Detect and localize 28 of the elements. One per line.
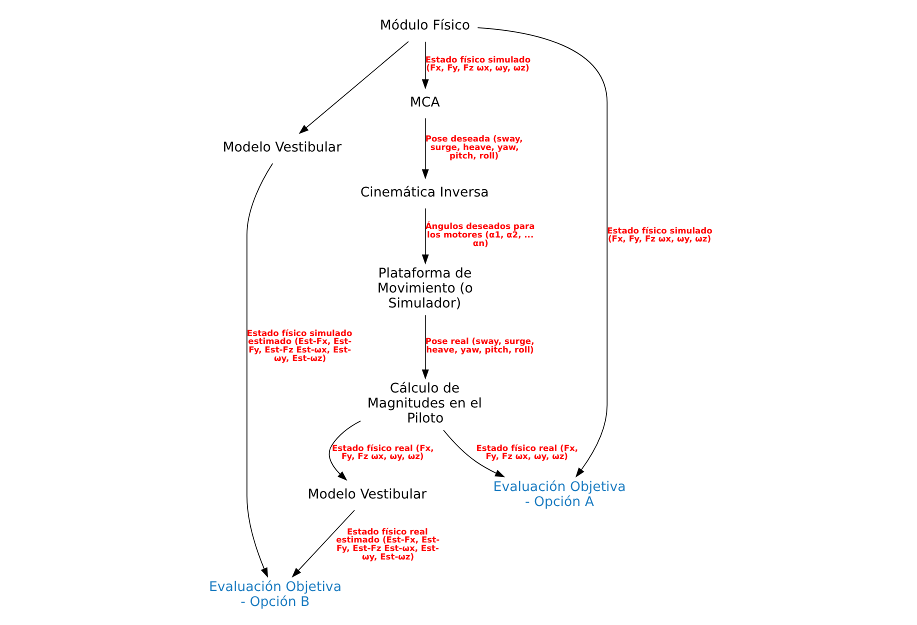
edge-label: Estado físico real (Fx, Fy, Fz ωx, ωy, ωz) bbox=[476, 442, 578, 462]
edge-label: Pose real (sway, surge, heave, yaw, pitch, roll) bbox=[425, 336, 534, 355]
arrow bbox=[422, 41, 429, 90]
node-text: MCA bbox=[410, 95, 440, 110]
node-text: Plataforma de Movimiento (o Simulador) bbox=[377, 266, 473, 312]
arrow bbox=[422, 118, 429, 180]
arrow bbox=[422, 314, 429, 380]
node-text: Cinemática Inversa bbox=[360, 185, 489, 200]
arrow bbox=[292, 510, 355, 578]
edge-label: Estado físico real (Fx, Fy, Fz ωx, ωy, ωz) bbox=[332, 442, 434, 462]
arrow bbox=[422, 208, 429, 264]
edge-label: Ángulos deseados para los motores (α1, α2, ... αn) bbox=[425, 221, 535, 248]
edge-label: Estado físico simulado (Fx, Fy, Fz ωx, ωy, ωz) bbox=[425, 54, 531, 73]
node-text: Módulo Físico bbox=[380, 18, 470, 34]
arrow bbox=[443, 430, 506, 478]
node-text: Modelo Vestibular bbox=[308, 487, 427, 502]
edge-label: Estado físico simulado estimado (Est-Fx, Est-Fy, Est-Fz Est-ωx, Est-ωy, Est-ωz) bbox=[246, 328, 352, 363]
node-text: Evaluación Objetiva - Opción A bbox=[493, 480, 626, 510]
arrow bbox=[298, 41, 409, 134]
node-text: Modelo Vestibular bbox=[222, 140, 342, 156]
node-text: Evaluación Objetiva - Opción B bbox=[209, 580, 342, 610]
arrow bbox=[246, 163, 274, 578]
edge-label: Estado físico real estimado (Est-Fx, Est-Fy, Est-Fz Est-ωx, Est-ωy, Est-ωz) bbox=[336, 526, 440, 562]
arrow bbox=[328, 420, 361, 481]
edge-label: Estado físico simulado (Fx, Fy, Fz ωx, ωy, ωz) bbox=[607, 225, 712, 244]
node-text: Cálculo de Magnitudes en el Piloto bbox=[367, 381, 482, 426]
edge-label: Pose deseada (sway, surge, heave, yaw, pitch, roll) bbox=[425, 134, 523, 160]
arrow bbox=[477, 27, 608, 478]
